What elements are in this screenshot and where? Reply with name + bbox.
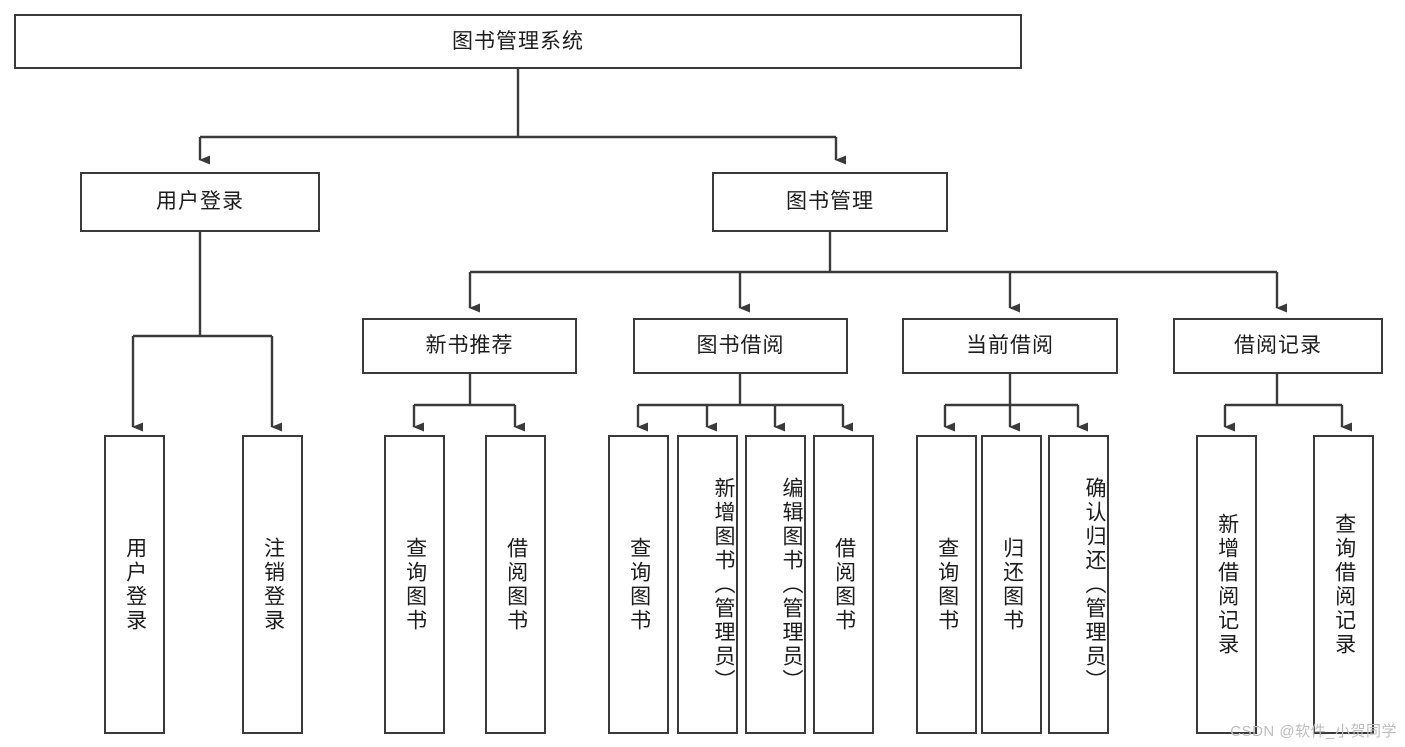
node-user-login[interactable]: 用户登录 [80,172,320,232]
node-label: 图书管理系统 [452,29,584,53]
leaf-borrow-book-recommendation[interactable]: 借阅图书 [485,435,546,734]
node-label: 用户登录 [156,190,244,214]
node-label: 查询图书 [627,536,651,633]
node-label: 当前借阅 [966,334,1054,358]
node-book-borrow[interactable]: 图书借阅 [633,318,848,374]
leaf-query-borrow-record[interactable]: 查询借阅记录 [1313,435,1374,734]
node-label: 新增图书（管理员） [712,476,735,693]
node-current-borrow[interactable]: 当前借阅 [902,318,1118,374]
leaf-query-book-recommendation[interactable]: 查询图书 [384,435,445,734]
leaf-user-login[interactable]: 用户登录 [104,435,165,734]
leaf-borrow-book[interactable]: 借阅图书 [813,435,874,734]
node-label: 查询图书 [403,536,427,633]
leaf-logout[interactable]: 注销登录 [242,435,303,734]
leaf-add-book-admin[interactable]: 新增图书（管理员） [677,435,738,734]
leaf-query-book-current[interactable]: 查询图书 [916,435,977,734]
node-borrow-record[interactable]: 借阅记录 [1173,318,1383,374]
leaf-query-book-borrow[interactable]: 查询图书 [608,435,669,734]
node-label: 用户登录 [123,536,147,633]
node-label: 新书推荐 [425,334,514,358]
leaf-edit-book-admin[interactable]: 编辑图书（管理员） [745,435,806,734]
leaf-return-book[interactable]: 归还图书 [981,435,1042,734]
csdn-watermark: CSDN @软件_小贺同学 [1230,723,1397,740]
node-label: 确认归还（管理员） [1083,476,1106,693]
node-label: 借阅记录 [1234,334,1322,358]
node-label: 编辑图书（管理员） [780,476,803,693]
node-label: 查询借阅记录 [1332,512,1356,657]
node-label: 新增借阅记录 [1215,512,1239,657]
node-label: 查询图书 [935,536,959,633]
leaf-confirm-return-admin[interactable]: 确认归还（管理员） [1048,435,1109,734]
leaf-add-borrow-record[interactable]: 新增借阅记录 [1196,435,1257,734]
node-book-management[interactable]: 图书管理 [712,172,948,232]
node-label: 注销登录 [261,536,285,633]
node-new-book-recommendation[interactable]: 新书推荐 [362,318,577,374]
node-label: 归还图书 [1000,536,1024,633]
node-root-book-management-system[interactable]: 图书管理系统 [14,14,1022,69]
node-label: 图书管理 [786,190,874,214]
node-label: 借阅图书 [504,536,528,633]
node-label: 图书借阅 [696,334,785,358]
node-label: 借阅图书 [832,536,856,633]
